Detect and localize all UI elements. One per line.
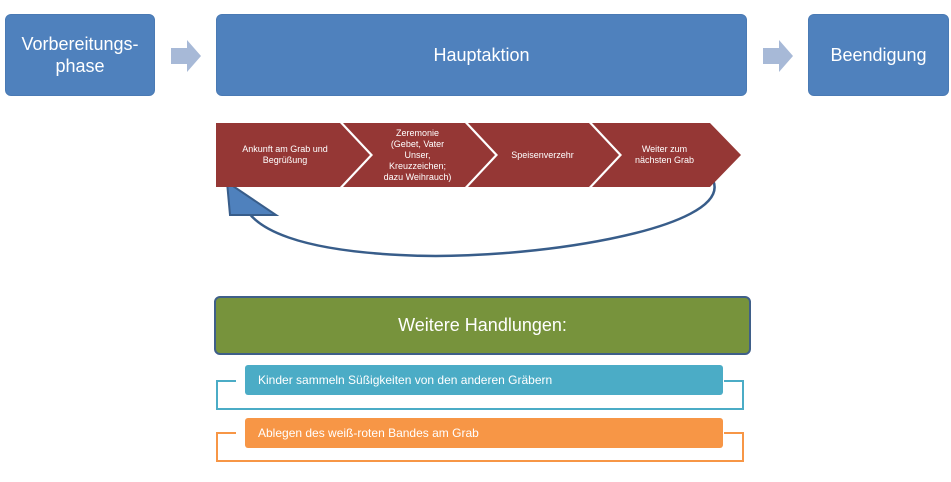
step-label-ceremony: Zeremonie (Gebet, Vater Unser, Kreuzzeic… bbox=[383, 127, 452, 182]
step-chevron-3 bbox=[468, 123, 619, 187]
loop-arrowhead-icon bbox=[225, 179, 280, 216]
arrow-right-icon bbox=[763, 40, 793, 72]
bracket-top-left bbox=[216, 432, 236, 434]
bracket-top-right bbox=[724, 432, 744, 434]
step-label-meal: Speisenverzehr bbox=[511, 149, 574, 160]
item-bracket-teal bbox=[216, 380, 744, 410]
end-phase-label: Beendigung bbox=[830, 45, 927, 65]
item-bar-sweets: Kinder sammeln Süßigkeiten von den ander… bbox=[245, 365, 723, 395]
loop-arrow bbox=[242, 179, 716, 258]
main-action-box: Hauptaktion bbox=[216, 14, 747, 96]
step-chevron-1 bbox=[216, 123, 370, 187]
further-actions-title: Weitere Handlungen: bbox=[214, 296, 751, 355]
step-chevron-2 bbox=[343, 123, 495, 187]
end-phase-box: Beendigung bbox=[808, 14, 949, 96]
bracket-top-right bbox=[724, 380, 744, 382]
bracket-top-left bbox=[216, 380, 236, 382]
preparation-phase-box: Vorbereitungs- phase bbox=[5, 14, 155, 96]
preparation-phase-label: Vorbereitungs- phase bbox=[21, 34, 139, 76]
item-text-ribbon: Ablegen des weiß-roten Bandes am Grab bbox=[258, 426, 479, 440]
main-action-label: Hauptaktion bbox=[433, 45, 530, 65]
step-chevron-4 bbox=[592, 123, 741, 187]
item-text-sweets: Kinder sammeln Süßigkeiten von den ander… bbox=[258, 373, 553, 387]
item-bar-ribbon: Ablegen des weiß-roten Bandes am Grab bbox=[245, 418, 723, 448]
step-label-next-grave: Weiter zum nächsten Grab bbox=[634, 144, 695, 165]
step-label-arrival: Ankunft am Grab und Begrüßung bbox=[242, 144, 328, 165]
arrow-right-icon bbox=[171, 40, 201, 72]
item-bracket-orange bbox=[216, 432, 744, 462]
